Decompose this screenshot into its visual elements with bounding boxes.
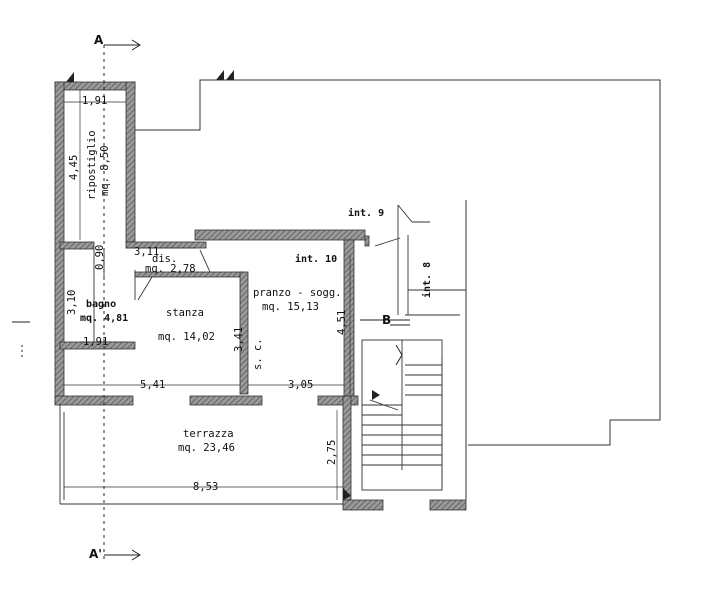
section-a-bottom: A' xyxy=(89,547,102,561)
section-markers xyxy=(12,39,410,561)
dis-name: dis. xyxy=(152,253,177,265)
unit-labels: int. 9 int. 10 int. 8 xyxy=(295,207,433,298)
building-outline xyxy=(134,79,661,500)
dim-terr-width: 8,53 xyxy=(193,481,218,493)
dimension-values: 1,91 4,45 3,11 0,90 3,10 1,91 3,41 5,41 … xyxy=(66,95,348,493)
section-b: B xyxy=(382,313,391,327)
dim-bagno-height: 3,10 xyxy=(66,290,78,315)
stanza-area: mq. 14,02 xyxy=(158,331,215,343)
stanza-name: stanza xyxy=(166,307,204,319)
dim-terr-height: 2,75 xyxy=(326,440,338,465)
dim-stanza-width: 5,41 xyxy=(140,379,165,391)
dim-rip-width: 1,91 xyxy=(82,95,107,107)
terrazza-area: mq. 23,46 xyxy=(178,442,235,454)
dim-pranzo-width: 3,05 xyxy=(288,379,313,391)
dim-dis-width: 3,11 xyxy=(134,246,159,258)
north-arrow-markers xyxy=(66,70,380,500)
walls xyxy=(54,81,467,511)
dim-dis-small: 0,90 xyxy=(94,245,106,270)
section-a-top: A xyxy=(94,33,104,47)
dim-pranzo-height: 4,51 xyxy=(336,310,348,335)
bagno-name: bagno xyxy=(86,299,116,310)
dim-stanza-wall: 3,41 xyxy=(233,327,245,352)
bagno-area: mq. 4,81 xyxy=(80,313,128,324)
terrazza-name: terrazza xyxy=(183,428,234,440)
dim-bagno-width: 1,91 xyxy=(83,336,108,348)
section-letters: A A' B xyxy=(89,33,391,561)
dim-rip-height: 4,45 xyxy=(68,155,80,180)
pranzo-area: mq. 15,13 xyxy=(262,301,319,313)
ripostiglio-name: ripostiglio xyxy=(86,130,98,200)
unit-int10: int. 10 xyxy=(295,253,337,265)
room-labels: ripostiglio mq. 8,50 bagno mq. 4,81 dis.… xyxy=(80,130,342,454)
dis-area: mq. 2,78 xyxy=(145,263,196,275)
dim-sc: s. c. xyxy=(252,338,264,370)
unit-int9: int. 9 xyxy=(348,207,384,219)
inner-lines xyxy=(59,204,466,505)
unit-int8: int. 8 xyxy=(421,262,433,298)
ripostiglio-area: mq. 8,50 xyxy=(99,145,111,196)
dimension-lines xyxy=(64,90,351,500)
pranzo-name: pranzo - sogg. xyxy=(253,287,342,299)
